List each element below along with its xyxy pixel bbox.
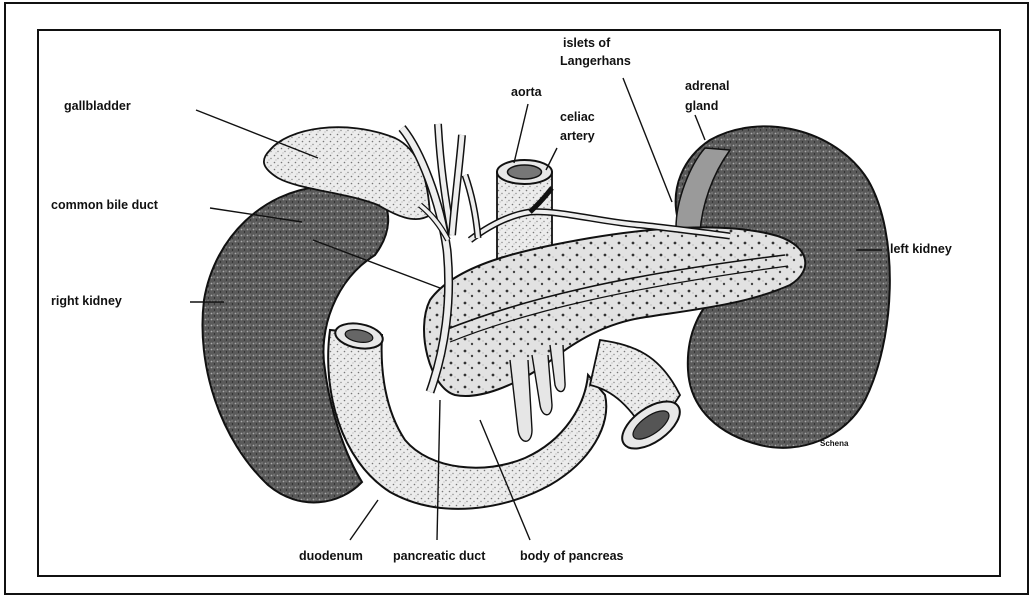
label-pancreatic-duct: pancreatic duct — [393, 549, 485, 564]
label-body-of-pancreas: body of pancreas — [520, 549, 624, 564]
label-adrenal-line2: gland — [685, 99, 718, 114]
label-right-kidney: right kidney — [51, 294, 122, 309]
artist-signature: Schena — [820, 436, 848, 451]
label-left-kidney: left kidney — [890, 242, 952, 257]
label-aorta: aorta — [511, 85, 542, 100]
label-celiac-line2: artery — [560, 129, 595, 144]
label-adrenal-line1: adrenal — [685, 79, 729, 94]
label-islets-line1: islets of — [563, 36, 610, 51]
label-islets-line2: Langerhans — [560, 54, 631, 69]
label-duodenum: duodenum — [299, 549, 363, 564]
label-celiac-line1: celiac — [560, 110, 595, 125]
label-gallbladder: gallbladder — [64, 99, 131, 114]
label-common-bile-duct: common bile duct — [51, 198, 158, 213]
